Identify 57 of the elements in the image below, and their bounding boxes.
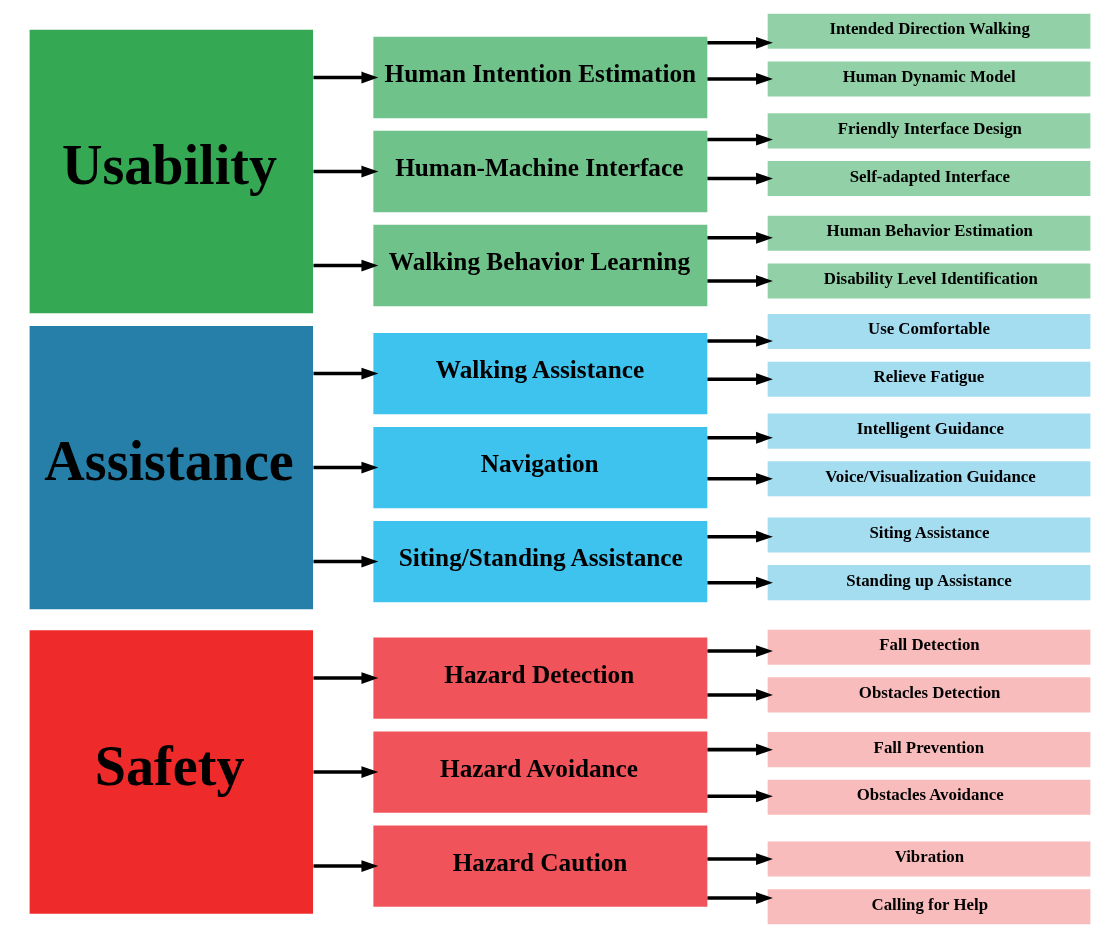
arrow	[313, 860, 378, 872]
node-box: Obstacles Avoidance	[767, 779, 1090, 815]
node-box: Siting Assistance	[767, 517, 1090, 553]
node-box: Disability Level Identification	[767, 263, 1090, 299]
arrow	[706, 853, 773, 865]
node-box: Siting/Standing Assistance	[372, 520, 707, 603]
arrow	[706, 892, 773, 904]
node-box: Self-adapted Interface	[767, 161, 1090, 197]
node-box: Walking Behavior Learning	[372, 224, 707, 307]
arrow	[313, 165, 378, 178]
node-box: Fall Detection	[767, 629, 1090, 665]
arrow	[706, 275, 773, 287]
node-box: Intended Direction Walking	[767, 13, 1090, 49]
arrow	[313, 555, 378, 568]
node-box: Walking Assistance	[372, 332, 707, 415]
node-box: Hazard Avoidance	[372, 731, 707, 813]
node-box: Intelligent Guidance	[767, 413, 1090, 449]
arrow	[706, 790, 773, 803]
node-box: Hazard Detection	[372, 637, 707, 719]
arrow	[706, 373, 773, 386]
arrow	[706, 36, 773, 49]
arrow	[313, 259, 378, 272]
node-box: Human Dynamic Model	[767, 61, 1090, 97]
node-box: Assistance	[29, 325, 313, 610]
arrow	[706, 530, 773, 543]
node-box: Human Intention Estimation	[372, 36, 707, 119]
node-box: Standing up Assistance	[767, 565, 1090, 601]
node-box: Usability	[29, 29, 313, 314]
arrow	[706, 335, 773, 347]
arrow	[706, 576, 773, 589]
node-box: Fall Prevention	[767, 732, 1090, 768]
node-box: Use Comfortable	[767, 313, 1090, 350]
node-box: Vibration	[767, 841, 1090, 877]
arrow	[706, 172, 773, 185]
arrow	[706, 472, 773, 485]
arrow	[313, 461, 378, 474]
node-box: Friendly Interface Design	[767, 113, 1090, 149]
arrow	[313, 367, 378, 380]
arrow	[313, 766, 378, 778]
arrow	[706, 689, 773, 701]
node-box: Obstacles Detection	[767, 677, 1090, 713]
node-box: Human-Machine Interface	[372, 130, 707, 213]
arrow	[706, 645, 773, 657]
node-box: Relieve Fatigue	[767, 361, 1090, 397]
arrow	[706, 231, 773, 244]
node-box: Hazard Caution	[372, 825, 707, 907]
node-box: Safety	[29, 630, 313, 914]
node-box: Calling for Help	[767, 889, 1090, 925]
arrow	[313, 71, 378, 84]
arrow	[706, 743, 773, 756]
arrow	[706, 133, 773, 146]
node-box: Human Behavior Estimation	[767, 215, 1090, 251]
arrow	[706, 73, 773, 85]
arrow	[313, 672, 378, 684]
node-box: Voice/Visualization Guidance	[767, 461, 1090, 497]
node-box: Navigation	[372, 426, 707, 509]
arrow	[706, 431, 773, 444]
